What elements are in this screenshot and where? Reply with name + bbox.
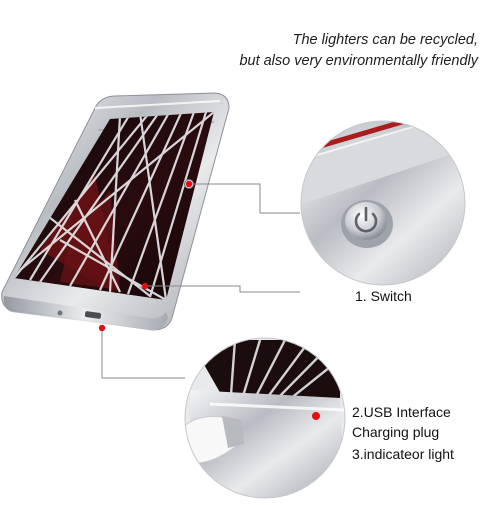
leader-lines — [101, 183, 300, 379]
switch-label: 1. Switch — [355, 288, 412, 304]
indicator-marker — [141, 282, 149, 290]
usb-marker — [98, 324, 106, 332]
switch-marker — [185, 180, 193, 188]
tagline-line-1: The lighters can be recycled, — [292, 32, 478, 48]
usb-label-line-1: 2.USB Interface — [352, 404, 451, 420]
switch-closeup — [300, 120, 466, 286]
tagline: The lighters can be recycled, but also v… — [178, 30, 478, 72]
lighter-body — [1, 92, 230, 331]
usb-label-line-2: Charging plug — [352, 424, 440, 440]
usb-closeup — [184, 337, 346, 499]
usb-label: 2.USB Interface Charging plug — [352, 402, 451, 442]
indicator-light — [312, 412, 320, 420]
power-icon — [354, 206, 378, 233]
indicator-light-label: 3.indicateor light — [352, 446, 454, 462]
tagline-line-2: but also very environmentally friendly — [239, 53, 478, 69]
